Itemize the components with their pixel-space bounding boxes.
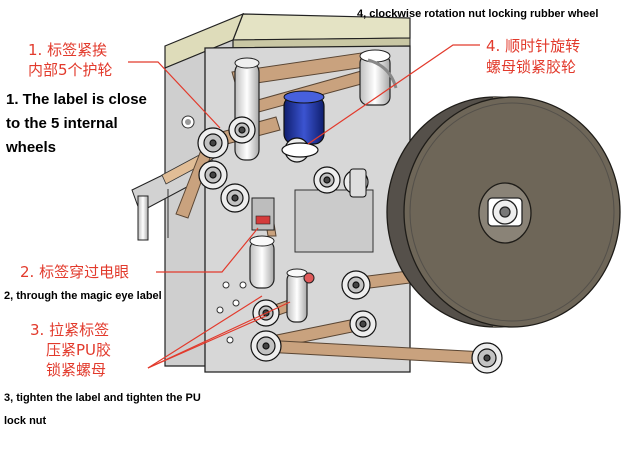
callout-1-cn-line1: 1. 标签紧挨 [28,41,108,59]
callout-line-4 [307,44,480,145]
callout-line-3c [147,301,291,369]
callout-lines [128,44,480,369]
callout-2-cn: 2. 标签穿过电眼 [20,263,130,281]
callout-2-en: 2, through the magic eye label [4,290,162,302]
callout-3-cn-line1: 3. 拉紧标签 [30,321,110,339]
callout-1-en-line1: 1. The label is close [6,91,147,108]
callout-3-en-line2: lock nut [4,415,47,427]
callout-4-cn-line2: 螺母锁紧胶轮 [486,58,577,76]
wheel [220,183,250,213]
callout-4-en: 4, clockwise rotation nut locking rubber… [357,8,599,20]
callout-3-en-line1: 3, tighten the label and tighten the PU [4,392,201,404]
callout-1-cn-line2: 内部5个护轮 [28,61,113,79]
wheel [197,127,229,159]
callout-line-1 [128,61,221,129]
wheel [313,166,341,194]
wheel [349,310,377,338]
callout-3-cn-line2: 压紧PU胶 [46,341,112,359]
callout-line-2 [156,227,259,273]
callout-3-cn-line3: 锁紧螺母 [46,361,107,379]
callout-1-en-line3: wheels [6,139,57,156]
label-reel [386,96,621,328]
wheel [228,116,256,144]
magic-eye-sensor [251,197,315,284]
callout-line-3a [147,295,263,369]
callout-4-cn-line1: 4. 顺时针旋转 [486,37,581,55]
wheel [341,270,371,300]
wheel [198,160,228,190]
callout-1-en-line2: to the 5 internal [6,115,118,132]
wheel [471,342,503,374]
wheel [250,330,282,362]
